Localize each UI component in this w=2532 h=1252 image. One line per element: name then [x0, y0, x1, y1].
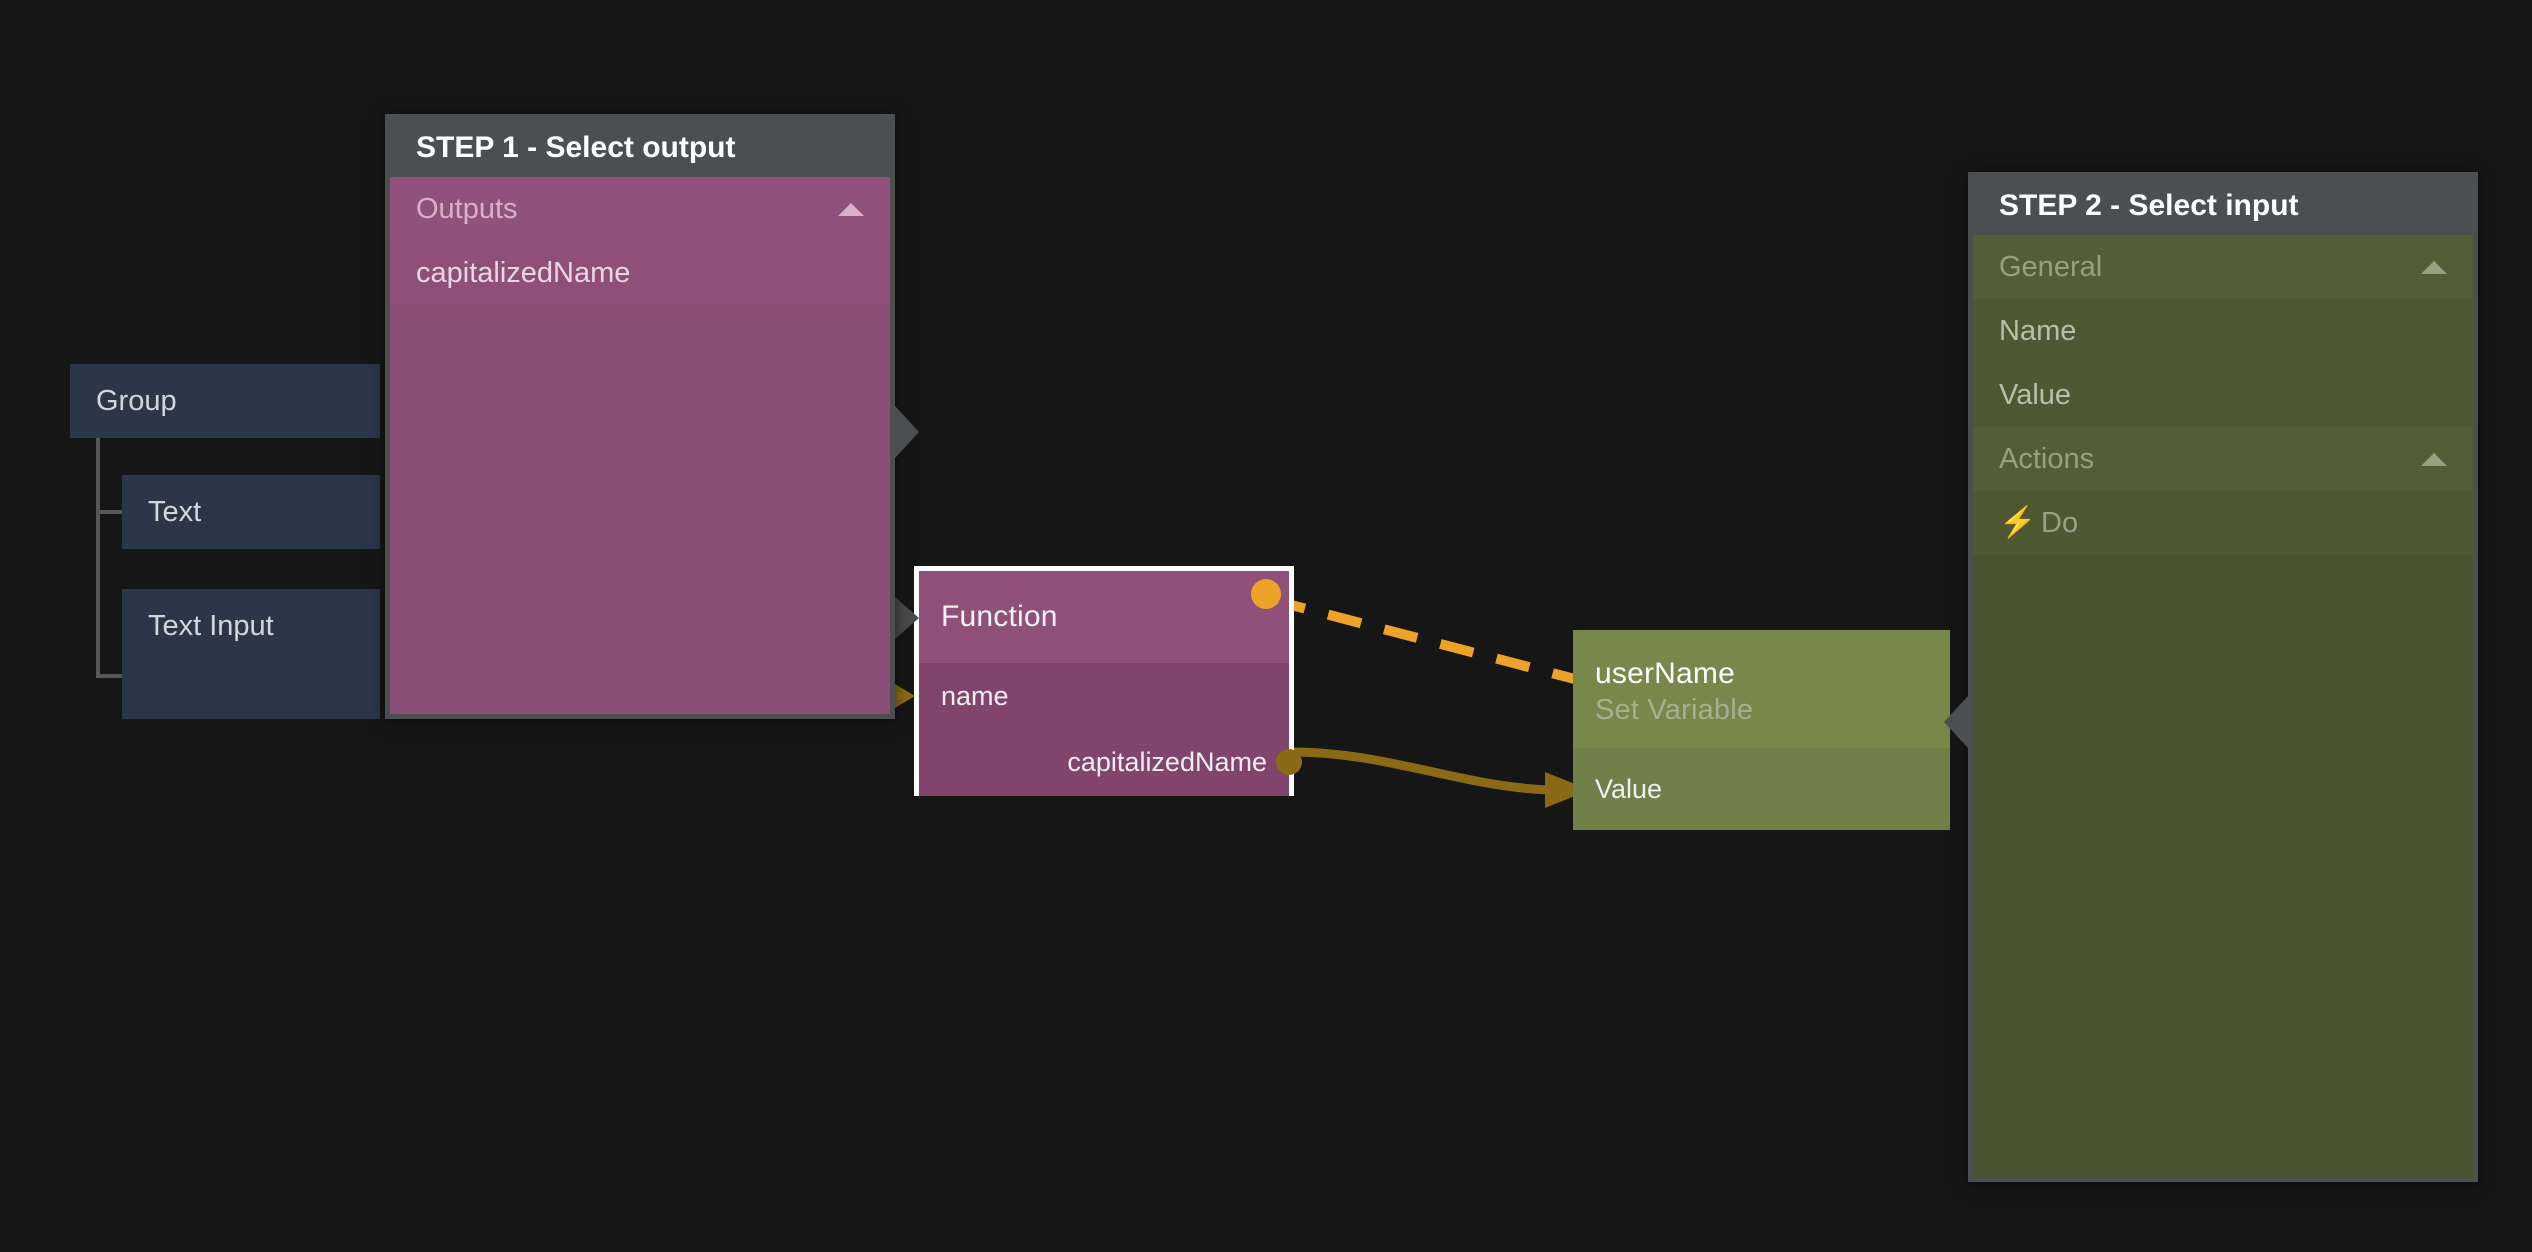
output-dot-icon[interactable] [1276, 749, 1302, 775]
setvar-node-title: userName [1595, 657, 1735, 690]
setvar-node-header: userName Set Variable [1573, 630, 1950, 748]
step1-select-output-panel[interactable]: STEP 1 - Select output Outputs capitaliz… [385, 114, 919, 719]
step2-select-input-panel[interactable]: STEP 2 - Select input General Name Value… [1944, 172, 2478, 1182]
step1-outputs-list[interactable]: Outputs capitalizedName [390, 177, 890, 714]
step2-panel-pointer-icon [1944, 696, 1968, 748]
node-text-input[interactable]: Text Input [122, 589, 380, 719]
step1-section-header-outputs-label: Outputs [416, 192, 518, 225]
function-output-port-label: capitalizedName [1067, 746, 1267, 777]
chevron-up-icon[interactable] [2421, 260, 2447, 274]
node-group[interactable]: Group [70, 364, 380, 438]
step2-list-item-do-label: Do [2041, 506, 2079, 539]
step1-list-item-capitalizedname[interactable]: capitalizedName [390, 241, 890, 305]
tree-connector-branch-text-input [96, 674, 124, 678]
tree-connector-vertical [96, 438, 100, 678]
step2-section-header-general-label: General [1999, 250, 2103, 283]
node-set-variable[interactable]: userName Set Variable Value [1573, 630, 1950, 830]
function-node-header: Function [919, 571, 1289, 663]
function-input-port-name-label: name [941, 680, 1009, 711]
step2-section-header-general[interactable]: General [1973, 235, 2473, 299]
chevron-up-icon[interactable] [838, 202, 864, 216]
step2-section-header-actions[interactable]: Actions [1973, 427, 2473, 491]
data-connection-wire [1291, 747, 1559, 795]
step2-list-item-value[interactable]: Value [1973, 363, 2473, 427]
step2-list-item-value-label: Value [1999, 378, 2072, 411]
setvar-input-port-value[interactable]: Value [1573, 748, 1950, 830]
chevron-up-icon[interactable] [2421, 452, 2447, 466]
node-group-label: Group [96, 385, 177, 417]
step2-list-item-name-label: Name [1999, 314, 2077, 347]
node-function[interactable]: Function name capitalizedName [871, 566, 1302, 796]
step2-list-item-name[interactable]: Name [1973, 299, 2473, 363]
step2-panel-title: STEP 2 - Select input [1973, 177, 2473, 235]
function-input-port-name[interactable]: name [871, 663, 1289, 729]
function-output-port-capitalizedname[interactable]: capitalizedName [919, 729, 1302, 795]
function-node-title: Function [941, 600, 1058, 633]
node-text[interactable]: Text [122, 475, 380, 549]
step1-panel-pointer-icon [895, 406, 919, 458]
input-arrow-icon[interactable] [871, 683, 915, 709]
step2-input-list[interactable]: General Name Value Actions ⚡ Do [1973, 235, 2473, 1177]
function-node-body: name capitalizedName [871, 663, 1302, 796]
step1-panel-title: STEP 1 - Select output [390, 119, 890, 177]
function-exec-output-port-icon[interactable] [1251, 579, 1281, 609]
setvar-input-port-value-label: Value [1595, 773, 1663, 804]
node-text-label: Text [148, 496, 202, 528]
bolt-icon: ⚡ [1999, 506, 2037, 539]
step1-list-item-label: capitalizedName [416, 256, 631, 289]
step2-list-item-do[interactable]: ⚡ Do [1973, 491, 2473, 555]
step2-section-header-actions-label: Actions [1999, 442, 2095, 475]
tree-connector-branch-text [96, 510, 124, 514]
step1-section-header-outputs[interactable]: Outputs [390, 177, 890, 241]
setvar-node-subtitle: Set Variable [1595, 694, 1754, 726]
function-exec-input-port-icon[interactable] [895, 597, 919, 639]
node-text-input-label: Text Input [148, 610, 274, 642]
setvar-node-body: Value [1573, 748, 1950, 830]
